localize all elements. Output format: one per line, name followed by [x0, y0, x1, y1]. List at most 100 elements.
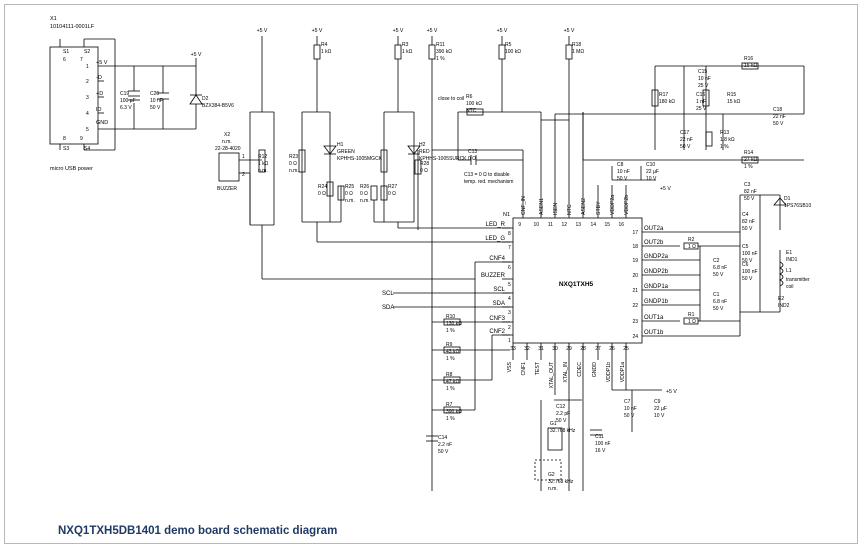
ic-pin-num-right: 19 — [632, 258, 638, 264]
ic-pin-num-bottom: 32 — [524, 346, 530, 352]
part-ref-r8: R8 — [446, 372, 453, 378]
ic-pin-label-top: VDDP2b — [624, 195, 630, 215]
ic-pin-num-top: 14 — [590, 222, 596, 228]
part-rating-r9: 1 % — [446, 356, 455, 362]
part-rating-r12: n.m. — [258, 168, 268, 174]
usb-connector-body — [49, 46, 99, 145]
usb-signal: -D — [96, 75, 102, 81]
part-ref-r11: R11 — [436, 42, 445, 48]
part-value-r4: 1 kΩ — [321, 49, 332, 55]
ic-pin-num-top: 16 — [618, 222, 624, 228]
part-ref-r27: R27 — [388, 184, 397, 190]
buzzer-nm: n.m. — [222, 139, 232, 145]
ic-pin-label-left: LED_G — [485, 236, 505, 242]
part-value-r24: 0 Ω — [318, 191, 326, 197]
usb-pin-6: 6 — [63, 57, 66, 63]
ic-pin-num-left: 4 — [508, 296, 511, 302]
part-rating-r8: 1 % — [446, 386, 455, 392]
part-value-c10: 22 µF — [646, 169, 659, 175]
ic-pin-num-top: 11 — [548, 222, 553, 228]
part-value-c13: 0 Ω — [468, 156, 476, 162]
part-ref-h1: H1 — [337, 142, 344, 148]
labels-layer: NXQ1TXH5N18LED_R7LED_G6CNF45BUZZER4SCL3S… — [50, 16, 811, 492]
buzzer-pin2: 2 — [242, 172, 245, 178]
part-rating-c19: 6.3 V — [120, 105, 132, 111]
part-value-r14: 27 kΩ — [744, 157, 757, 163]
usb-pin-8: 8 — [63, 136, 66, 142]
usb-signal: GND — [96, 120, 108, 126]
ic-pin-label-right: OUT2b — [644, 240, 664, 246]
usb-part: 10104111-0001LF — [50, 24, 95, 30]
ic-pin-num-top: 10 — [533, 222, 539, 228]
coil-text2: coil — [786, 284, 794, 290]
ic-pin-label-left: SCL — [493, 287, 505, 293]
part-value-c17: 22 nF — [680, 137, 693, 143]
usb-pin-num: 4 — [86, 111, 89, 117]
part-ref-r7: R7 — [446, 402, 453, 408]
part-ref-c11: C11 — [595, 434, 604, 440]
part-rating-c15: 25 V — [698, 83, 709, 89]
supply-label: +5 V — [257, 28, 268, 34]
ic-pin-label-top: ASEN1 — [539, 198, 545, 215]
ic-pin-label-left: LED_R — [486, 222, 506, 228]
part-value-c16: 1 nF — [696, 99, 706, 105]
part-value-h2: RED — [419, 149, 430, 155]
part-value-r12: 1 kΩ — [258, 161, 269, 167]
ic-pin-num-bottom: 28 — [580, 346, 586, 352]
usb-signal: ID — [96, 107, 102, 113]
part-ref-r5: R5 — [505, 42, 512, 48]
part-value-c5: 100 nF — [742, 251, 758, 257]
part-ref-r26: R26 — [360, 184, 369, 190]
part-ref-r9: R9 — [446, 342, 453, 348]
part-value-r8: 47 kΩ — [446, 379, 459, 385]
part-ref-c3: C3 — [744, 182, 751, 188]
ic-pin-num-bottom: 30 — [552, 346, 558, 352]
part-ref-r16: R16 — [744, 56, 753, 62]
part-value-c11: 100 nF — [595, 441, 611, 447]
part-value-r3: 1 kΩ — [402, 49, 413, 55]
ic-pin-num-right: 22 — [632, 303, 638, 309]
buzzer-label: BUZZER — [217, 186, 237, 192]
part-ref-c17: C17 — [680, 130, 689, 136]
usb-pin-s1: S1 — [63, 49, 69, 55]
part-rating-c11: 16 V — [595, 448, 606, 454]
coil-text1: transmitter — [786, 277, 810, 283]
note-close-to-coil: close to coil — [438, 96, 464, 102]
part-rating-c16: 25 V — [696, 106, 707, 112]
ic-pin-num-top: 15 — [604, 222, 610, 228]
part-value-r13: 1.8 kΩ — [720, 137, 735, 143]
ic-pin-num-bottom: 26 — [609, 346, 615, 352]
part-ref-c2: C2 — [713, 258, 720, 264]
part-value-c6: 100 nF — [742, 269, 758, 275]
part-ref-r12: R12 — [258, 154, 267, 160]
part-ref-c7: C7 — [624, 399, 631, 405]
ic-pin-num-left: 8 — [508, 231, 511, 237]
part-rating-r25: n.m. — [345, 198, 355, 204]
part-value-r16: 15 kΩ — [744, 63, 757, 69]
part-rating-c6: 50 V — [742, 276, 753, 282]
net-scl: SCL — [382, 291, 394, 297]
part-rating-r23: n.m. — [289, 168, 299, 174]
part-ref-r2: R2 — [688, 237, 695, 243]
ic-pin-num-top: 12 — [561, 222, 567, 228]
ic-pin-label-top: ASEN2 — [581, 198, 587, 215]
ic-pin-label-bottom: XTAL_OUT — [549, 361, 555, 388]
part-ref-r15: R15 — [727, 92, 736, 98]
part-ref-r18: R18 — [572, 42, 581, 48]
part-rating-c17: 50 V — [680, 144, 691, 150]
part-value-r27: 0 Ω — [388, 191, 396, 197]
part-value-c15: 10 nF — [698, 76, 711, 82]
part-value-r11: 390 kΩ — [436, 49, 452, 55]
ic-pin-label-bottom: VSS — [507, 361, 513, 372]
part-rating-r14: 1 % — [744, 164, 753, 170]
ic-pin-label-top: CNF_IN — [521, 196, 527, 215]
part-rating-c3: 50 V — [744, 196, 755, 202]
coil-l1: L1 — [786, 268, 792, 274]
part-value-c18: 22 nF — [773, 114, 786, 120]
net-sda: SDA — [382, 305, 394, 311]
ic-pin-num-right: 17 — [632, 230, 638, 236]
part-rating-c20: 50 V — [150, 105, 161, 111]
ic-pin-label-right: GNDP2b — [644, 269, 669, 275]
supply-label: +5 V — [564, 28, 575, 34]
part-ref-r4: R4 — [321, 42, 328, 48]
